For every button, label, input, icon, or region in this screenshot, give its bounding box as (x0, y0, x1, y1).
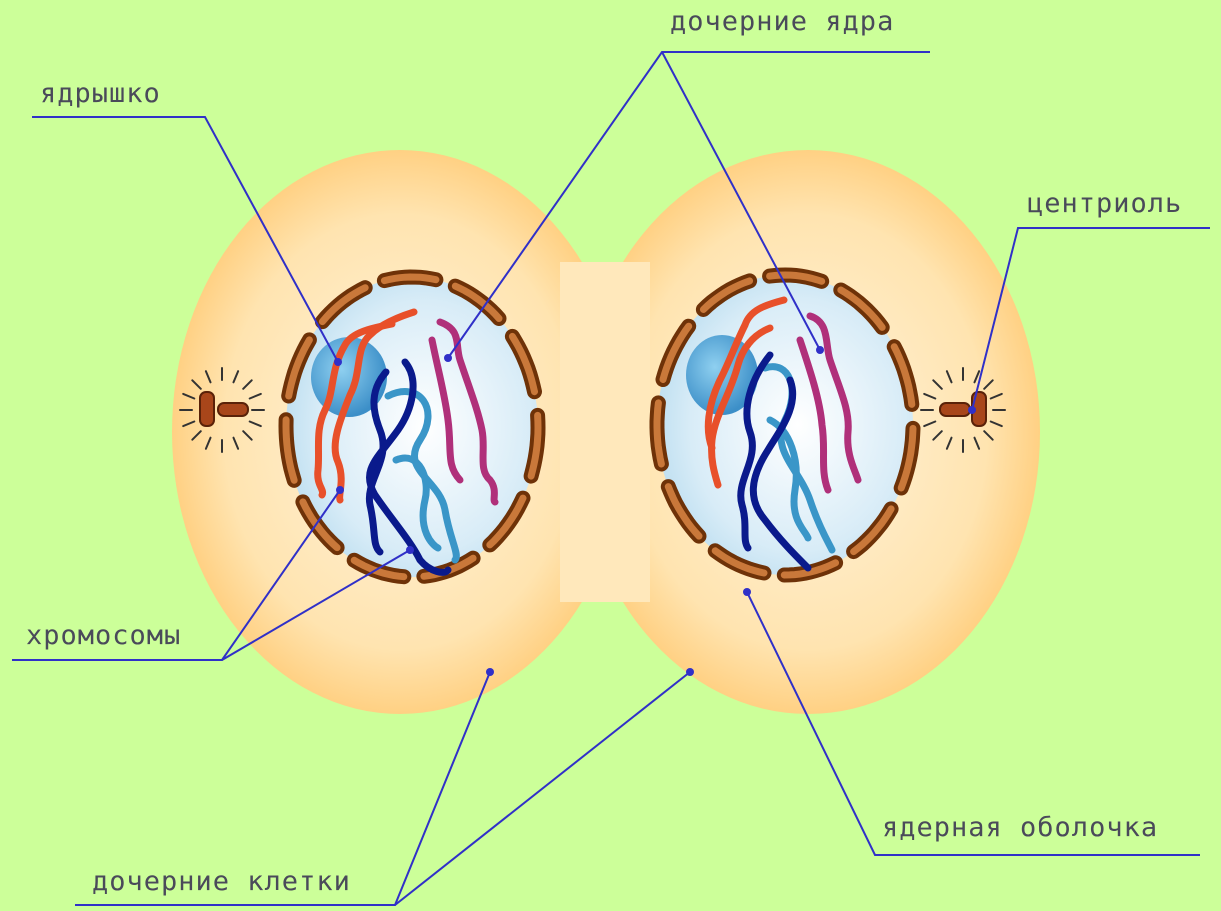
envelope-segment (384, 277, 436, 281)
label-nucleolus: ядрышко (40, 80, 161, 107)
label-daughter-cells: дочерние клетки (92, 868, 351, 895)
label-chromosomes: хромосомы (26, 622, 181, 649)
centriole-left (180, 368, 264, 452)
label-centriole: центриоль (1027, 190, 1182, 217)
label-nuclear-envelope: ядерная оболочка (882, 814, 1158, 841)
centriole-right (921, 368, 1005, 452)
label-daughter-nuclei: дочерние ядра (670, 8, 894, 35)
cell-bridge (560, 262, 650, 602)
